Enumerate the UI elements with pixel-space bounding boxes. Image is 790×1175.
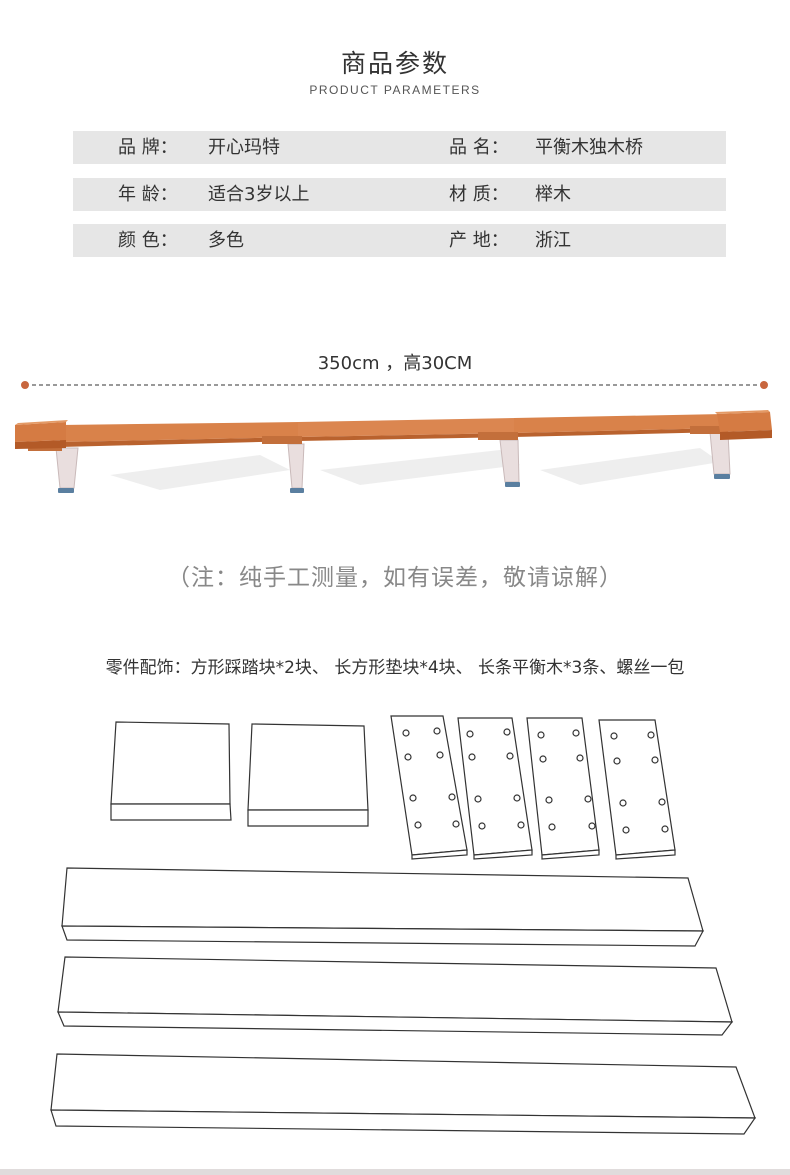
beam-shadow <box>110 448 720 490</box>
square-step-block <box>110 721 232 821</box>
param-label-color: 颜 色： <box>118 230 178 251</box>
param-value-material: 榉木 <box>535 184 571 205</box>
long-beam-plank <box>50 1053 757 1135</box>
accessories-list: 零件配饰：方形踩踏块*2块、 长方形垫块*4块、 长条平衡木*3条、螺丝一包 <box>105 658 685 678</box>
product-image <box>15 380 772 493</box>
rect-pad-block <box>457 717 533 860</box>
param-row-color: 颜 色： 多色 产 地： 浙江 <box>73 224 726 257</box>
rect-pad-block <box>390 715 468 860</box>
page-subtitle: PRODUCT PARAMETERS <box>309 83 481 97</box>
param-row-age: 年 龄： 适合3岁以上 材 质： 榉木 <box>73 178 726 211</box>
param-value-brand: 开心玛特 <box>208 137 280 158</box>
param-label-age: 年 龄： <box>118 184 178 205</box>
rect-pad-block <box>526 717 600 860</box>
param-label-brand: 品 牌： <box>118 137 178 158</box>
param-value-name: 平衡木独木桥 <box>535 137 643 158</box>
rect-pad-block <box>598 719 676 860</box>
measurement-note: （注：纯手工测量，如有误差，敬请谅解） <box>167 565 623 591</box>
param-label-material: 材 质： <box>449 184 509 205</box>
square-step-block <box>247 723 369 827</box>
param-label-origin: 产 地： <box>449 230 509 251</box>
long-beam-plank <box>61 867 704 947</box>
parts-drawing <box>50 715 757 1135</box>
param-value-color: 多色 <box>208 230 244 251</box>
param-value-age: 适合3岁以上 <box>208 184 310 205</box>
long-beam-plank <box>57 956 734 1036</box>
param-value-origin: 浙江 <box>535 230 571 251</box>
beam-planks <box>60 414 724 447</box>
dimension-line <box>20 380 769 390</box>
beam-feet <box>58 474 730 493</box>
dimension-label: 350cm ，高30CM <box>317 353 473 374</box>
param-row-brand: 品 牌： 开心玛特 品 名： 平衡木独木桥 <box>73 131 726 164</box>
step-blocks <box>15 410 772 449</box>
page-title: 商品参数 <box>340 49 449 78</box>
param-label-name: 品 名： <box>449 137 509 158</box>
beam-legs <box>55 431 731 489</box>
footer-divider <box>0 1169 790 1175</box>
